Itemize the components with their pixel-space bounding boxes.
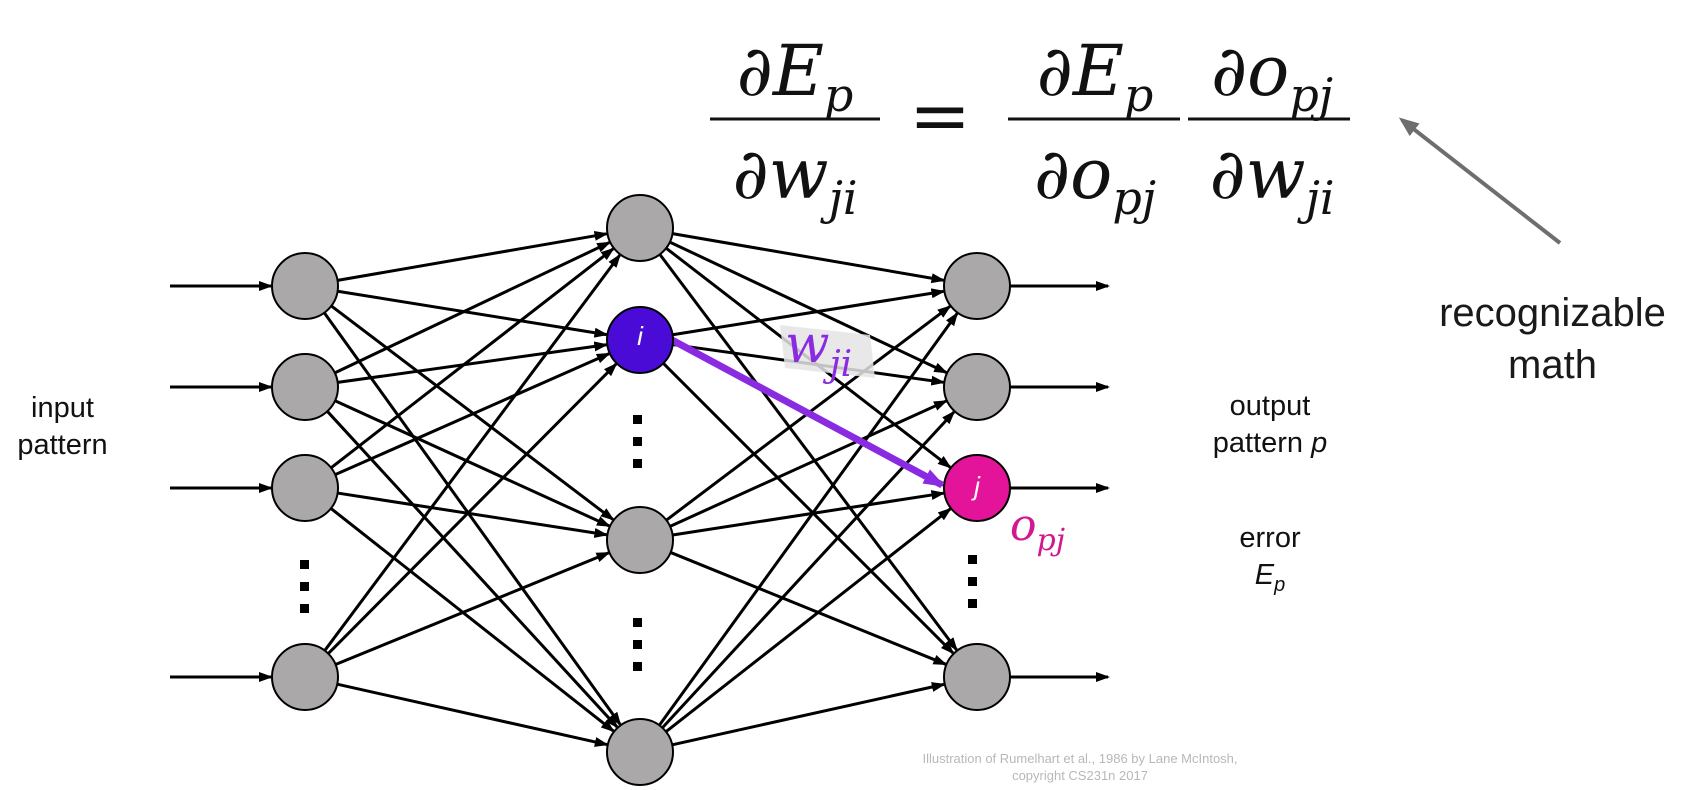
math-label-line1: recognizable <box>1439 291 1666 335</box>
output-node-j <box>943 454 1011 522</box>
output-label-word: pattern <box>1212 427 1304 459</box>
input-node-3 <box>271 643 339 711</box>
input-node-1 <box>271 353 339 421</box>
edge-in0-h0 <box>337 230 609 282</box>
ellipsis-input-layer <box>300 560 309 613</box>
node-j-label: j <box>971 471 981 501</box>
output-node-1 <box>943 353 1011 421</box>
weight-highlight-band <box>780 325 875 378</box>
eq-r2-denominator: ∂wji <box>1209 133 1334 225</box>
edge-in3-h0 <box>323 253 621 652</box>
edge-in1-h1 <box>337 341 609 384</box>
edge-in3-h1 <box>327 362 618 655</box>
edge-h1-o3 <box>662 362 955 655</box>
output-node-0 <box>943 252 1011 320</box>
eq-lhs-numerator: ∂Ep <box>737 30 854 122</box>
network-nodes <box>271 194 1011 786</box>
edge-h0-o3 <box>658 253 958 652</box>
edge-in3-h2 <box>334 551 611 666</box>
edge-in1-h3 <box>326 410 619 729</box>
weight-label: wji <box>785 315 852 385</box>
eq-lhs-denominator: ∂wji <box>732 133 857 225</box>
hidden-node-3 <box>606 718 674 786</box>
weight-annotation: wji <box>780 315 875 385</box>
eq-r1-denominator: ∂opj <box>1034 133 1156 225</box>
edge-in2-h3 <box>329 507 615 733</box>
ellipsis-hidden-lower <box>633 618 642 671</box>
ellipsis-hidden-upper <box>633 415 642 468</box>
edge-in1-h2 <box>334 399 611 528</box>
edge-h3-o2 <box>665 507 952 733</box>
credit-line2: copyright CS231n 2017 <box>1012 768 1148 783</box>
edge-in0-h1 <box>337 289 609 338</box>
edge-h2-o3 <box>670 551 948 666</box>
error-label: error Ep <box>1190 520 1350 604</box>
edge-h1-o0 <box>672 288 946 337</box>
highlight-edge-i-to-j <box>670 336 946 489</box>
output-arrows <box>1010 281 1110 682</box>
ellipsis-output-layer <box>968 555 977 608</box>
input-label-line2: pattern <box>17 429 108 461</box>
edge-h2-o2 <box>672 490 946 537</box>
edge-h0-o1 <box>669 240 949 374</box>
math-pointer-arrow <box>1398 117 1562 245</box>
error-var-sub: p <box>1274 574 1286 596</box>
input-node-2 <box>271 454 339 522</box>
credit-line1: Illustration of Rumelhart et al., 1986 b… <box>922 751 1238 766</box>
error-var: E <box>1254 559 1275 591</box>
node-i-label: i <box>637 321 644 351</box>
edge-in2-h2 <box>337 491 609 538</box>
output-label-line1: output <box>1229 390 1311 422</box>
hidden-node-0 <box>606 194 674 262</box>
eq-r1-numerator: ∂Ep <box>1037 30 1154 122</box>
edge-h3-o3 <box>671 682 946 747</box>
output-label-line2: pattern p <box>1170 425 1370 462</box>
math-label-line2: math <box>1508 343 1597 387</box>
output-activation-label: opj <box>1010 500 1065 558</box>
hidden-node-i <box>606 306 674 374</box>
input-label-line1: input <box>31 392 94 424</box>
illustration-credit: Illustration of Rumelhart et al., 1986 b… <box>820 750 1340 784</box>
error-label-line1: error <box>1239 522 1301 554</box>
edge-in1-h0 <box>334 241 612 375</box>
eq-r2-numerator: ∂opj <box>1211 30 1333 122</box>
edge-h0-o0 <box>672 232 946 284</box>
input-node-0 <box>271 252 339 320</box>
output-pattern-label: output pattern p <box>1170 388 1370 462</box>
edge-h3-o0 <box>658 311 959 727</box>
chain-rule-equation: ∂Ep ∂wji = ∂Ep ∂opj ∂opj ∂wji <box>710 30 1350 225</box>
output-label-var: p <box>1311 427 1328 459</box>
ellipsis-dots <box>300 415 977 671</box>
eq-equals: = <box>909 73 971 159</box>
edge-in2-h0 <box>330 247 615 469</box>
input-pattern-label: input pattern <box>0 390 125 464</box>
output-node-3 <box>943 643 1011 711</box>
recognizable-math-label: recognizable math <box>1405 287 1700 391</box>
edge-in3-h3 <box>336 682 609 747</box>
edge-h3-o1 <box>661 410 956 729</box>
edge-in0-h3 <box>323 311 622 727</box>
edge-h2-o1 <box>669 399 948 528</box>
hidden-node-2 <box>606 506 674 574</box>
input-arrows <box>170 281 273 682</box>
error-label-line2: Ep <box>1190 557 1350 604</box>
edge-in2-h1 <box>334 352 611 477</box>
